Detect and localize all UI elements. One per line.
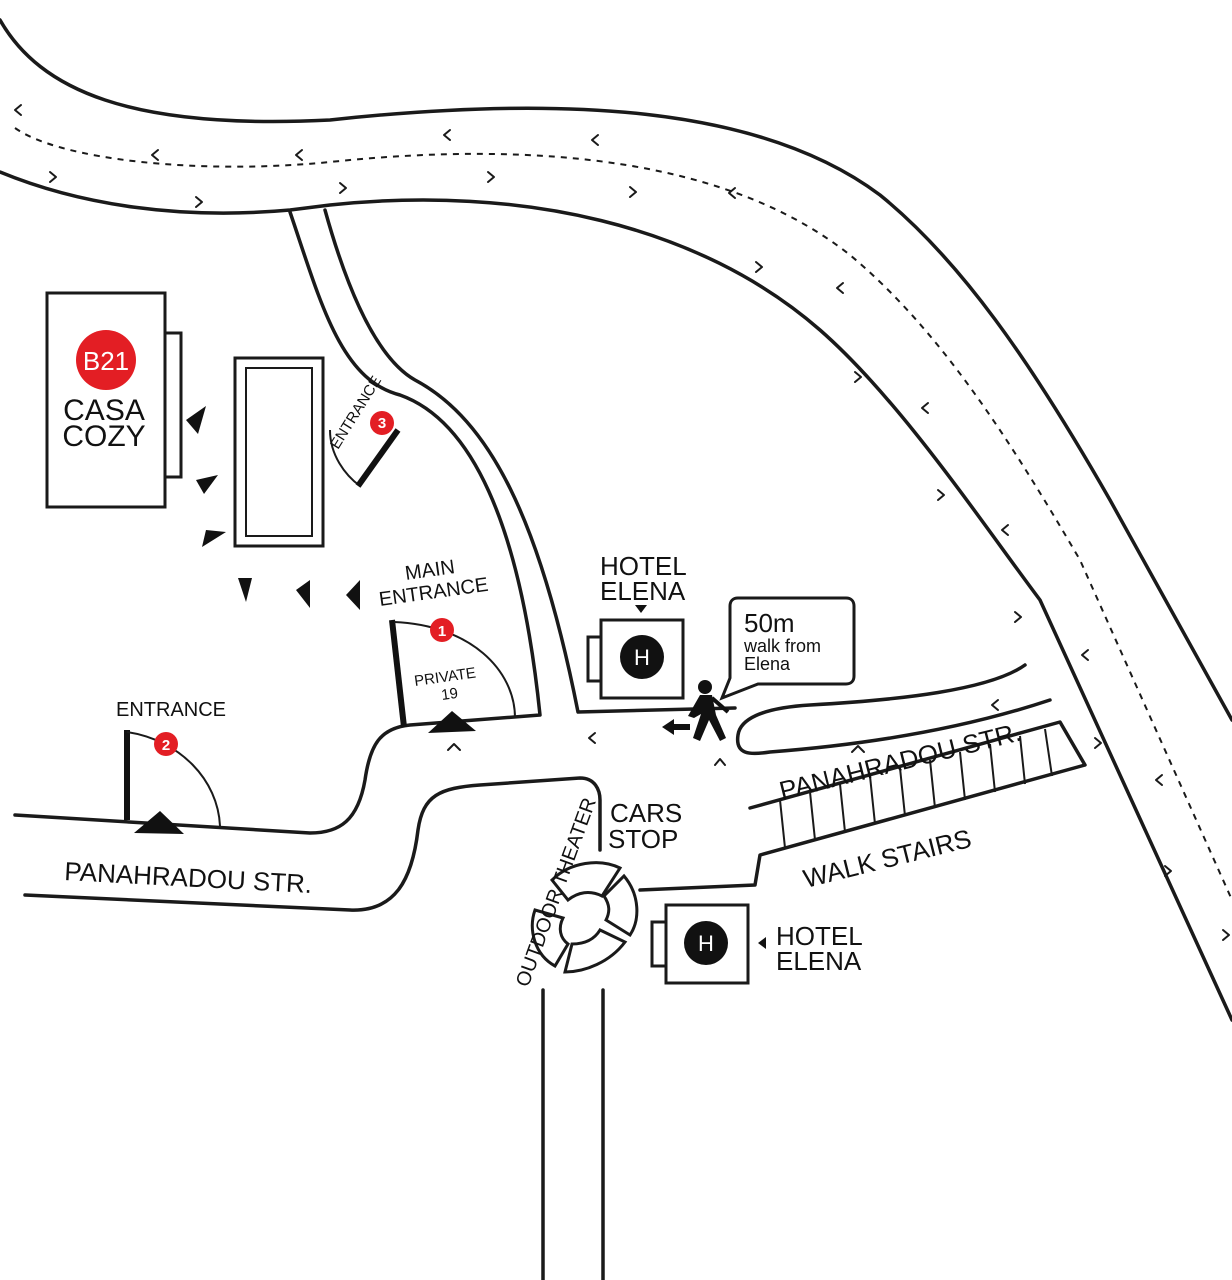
- cars-stop-line2: STOP: [608, 824, 678, 854]
- private-number: 19: [440, 685, 459, 704]
- hotel-elena-bottom-line2: ELENA: [776, 946, 862, 976]
- branch-road: [13, 208, 1052, 912]
- cars-stop-line1: CARS: [610, 798, 682, 828]
- hotel-elena-top-line1: HOTEL: [600, 551, 687, 581]
- casa-cozy-label-line1: CASA: [63, 394, 145, 427]
- hotel-elena-bottom-icon-letter: H: [698, 931, 714, 956]
- south-road: [541, 988, 605, 1280]
- callout-line1: walk from: [743, 636, 821, 656]
- main-entrance-1[interactable]: MAIN ENTRANCE 1 PRIVATE 19: [378, 556, 516, 733]
- location-pin-icon: [430, 618, 454, 642]
- location-pin-icon: [370, 411, 394, 435]
- casa-cozy-label-line2: COZY: [62, 420, 145, 453]
- hotel-icon: [620, 635, 664, 679]
- location-pin-icon: [154, 732, 178, 756]
- main-road: [0, 18, 1232, 1022]
- location-pin-icon: [76, 330, 136, 390]
- callout-distance: 50m: [744, 608, 795, 638]
- distance-callout: 50m walk from Elena: [719, 596, 856, 701]
- path-chevrons: [447, 699, 999, 766]
- callout-line2: Elena: [744, 654, 791, 674]
- hotel-elena-bottom[interactable]: H HOTEL ELENA: [650, 903, 863, 985]
- hotel-elena-top-line2: ELENA: [600, 576, 686, 606]
- hotel-elena-top-icon-letter: H: [634, 645, 650, 670]
- entrance-2-number: 2: [162, 737, 170, 754]
- road-direction-chevrons: [14, 104, 1230, 941]
- hotel-icon: [684, 921, 728, 965]
- entrance-2-label: ENTRANCE: [116, 699, 226, 721]
- pool: [233, 356, 325, 548]
- casa-cozy-badge: B21: [83, 346, 129, 376]
- street-label-west: PANAHRADOU STR.: [64, 856, 313, 899]
- casa-cozy-building[interactable]: B21 CASA COZY: [45, 291, 183, 509]
- walking-person-icon: [688, 680, 730, 741]
- entrance-1-number: 1: [438, 623, 446, 640]
- entrance-3-number: 3: [378, 415, 386, 432]
- walking-route-arrows: [186, 406, 360, 610]
- walk-stairs-label: WALK STAIRS: [800, 823, 974, 894]
- hotel-elena-top[interactable]: HOTEL ELENA H: [586, 551, 687, 700]
- direction-arrow-icon: [662, 719, 690, 735]
- entrance-2[interactable]: ENTRANCE 2: [116, 699, 226, 834]
- walk-stairs: [638, 720, 1087, 892]
- hotel-elena-bottom-line1: HOTEL: [776, 921, 863, 951]
- cars-stop: CARS STOP: [608, 798, 682, 854]
